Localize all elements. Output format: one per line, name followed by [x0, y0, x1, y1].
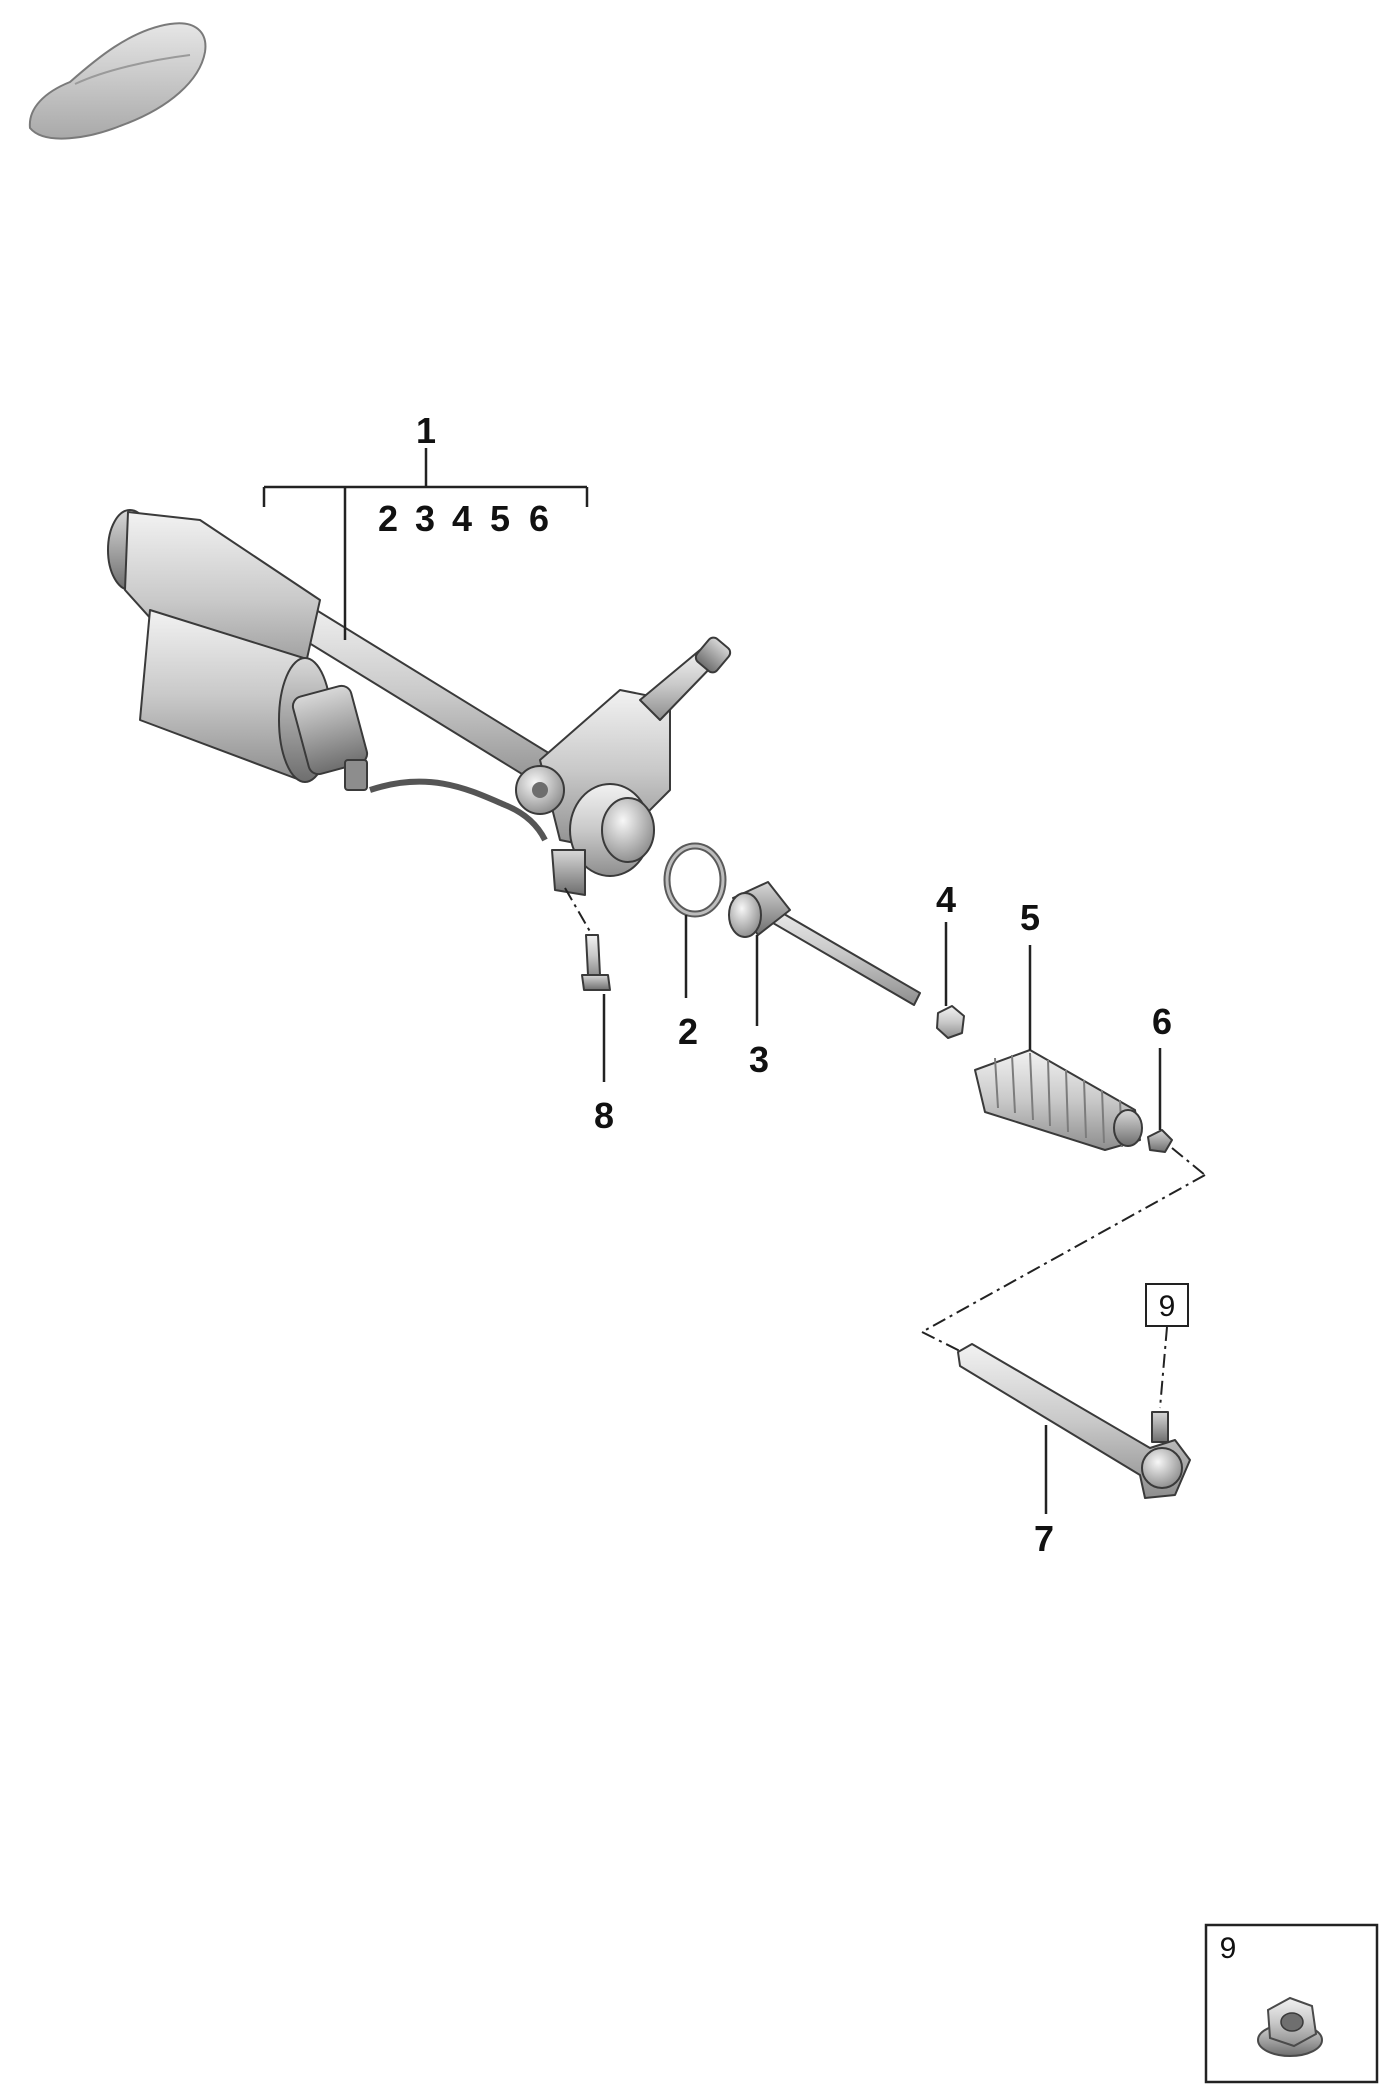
callout-5-label: 5 [1020, 897, 1040, 938]
callout-3-label: 3 [749, 1039, 769, 1080]
callout-6-label: 6 [1152, 1001, 1172, 1042]
lock-nut [936, 1005, 965, 1039]
callout-4-label: 4 [936, 879, 956, 920]
callout-1-sub-2: 2 [378, 498, 398, 539]
inner-tie-rod [728, 881, 921, 1006]
car-silhouette-icon [28, 22, 207, 140]
flange-nut-icon [1257, 1996, 1323, 2057]
callout-1-sub-4: 4 [452, 498, 472, 539]
callout-8-label: 8 [594, 1095, 614, 1136]
callout-9-label: 9 [1159, 1290, 1176, 1323]
detail-box-9: 9 [1204, 1923, 1379, 2084]
callout-1-sub-5: 5 [490, 498, 510, 539]
callout-1-sub-6: 6 [529, 498, 549, 539]
bellows-boot [974, 1049, 1143, 1151]
steering-gear-assembly [107, 509, 732, 896]
retaining-clip [1147, 1129, 1173, 1153]
callout-1-label: 1 [416, 410, 436, 451]
detail-box-label: 9 [1220, 1932, 1237, 1965]
clamp-ring [663, 842, 727, 918]
callout-1-bracket [262, 448, 589, 640]
callout-7-label: 7 [1034, 1518, 1054, 1559]
callout-9-tag: 9 [1145, 1283, 1189, 1327]
callout-2-label: 2 [678, 1011, 698, 1052]
callout-1-sub-3: 3 [415, 498, 435, 539]
assembly-lines [564, 887, 1206, 1409]
mounting-bolt [581, 934, 611, 991]
outer-tie-rod-end [957, 1343, 1191, 1499]
